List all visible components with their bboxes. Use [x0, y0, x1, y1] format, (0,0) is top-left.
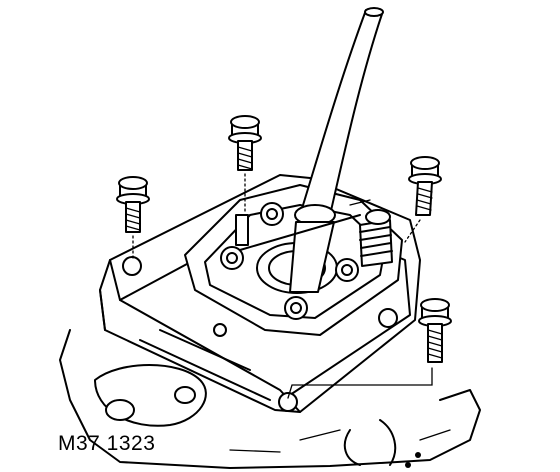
bolt-lower-right — [287, 298, 452, 399]
transmission-housing — [59, 329, 481, 469]
bolt-top-right — [404, 156, 442, 243]
housing-boss — [105, 399, 135, 421]
guide-pin — [235, 214, 249, 246]
gear-lever — [239, 7, 384, 293]
bolt-hole — [122, 256, 142, 276]
locating-hole — [213, 323, 227, 337]
bolt-top-left — [116, 176, 150, 259]
bolt-hole — [278, 392, 298, 412]
figure-reference-code: M37 1323 — [58, 432, 156, 455]
bolt-top-center — [228, 115, 262, 213]
housing-boss — [174, 386, 196, 404]
cover-nut — [335, 258, 359, 282]
cover-nut — [260, 202, 284, 226]
selector-spring — [359, 209, 393, 267]
cover-nut — [220, 246, 244, 270]
cover-nut — [284, 296, 308, 320]
bolt-hole — [378, 308, 398, 328]
